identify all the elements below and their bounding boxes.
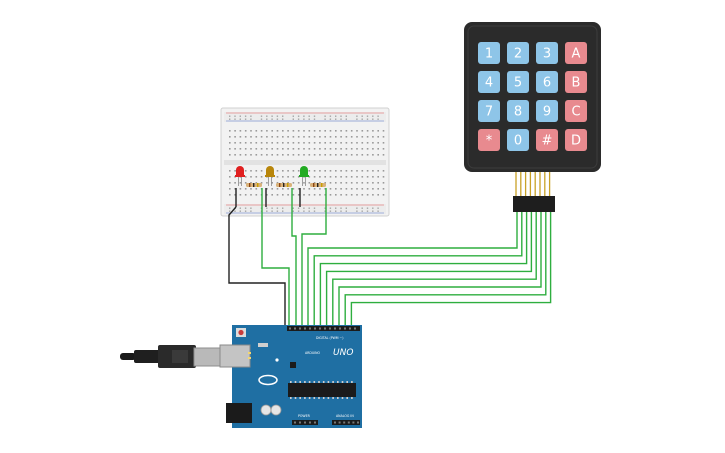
key-A[interactable]: A xyxy=(565,42,587,64)
analog-header[interactable] xyxy=(332,420,360,425)
keypad-ribbon-cable xyxy=(513,172,555,212)
key-label: 6 xyxy=(543,76,551,91)
key-5[interactable]: 5 xyxy=(507,71,529,93)
keypad-header-connector xyxy=(513,196,555,212)
resistor-3[interactable] xyxy=(310,183,326,187)
key-label: 1 xyxy=(485,47,493,62)
key-label: 7 xyxy=(485,105,493,120)
resistor-1[interactable] xyxy=(246,183,262,187)
key-4[interactable]: 4 xyxy=(478,71,500,93)
key-B[interactable]: B xyxy=(565,71,587,93)
atmega-chip xyxy=(288,383,356,397)
key-0[interactable]: 0 xyxy=(507,129,529,151)
key-label: 2 xyxy=(514,47,522,62)
led-yellow[interactable] xyxy=(265,166,275,186)
key-C[interactable]: C xyxy=(565,100,587,122)
reset-button[interactable] xyxy=(238,329,244,336)
power-header-label: POWER xyxy=(298,414,311,418)
breadboard-holes xyxy=(229,115,385,212)
capacitor-2 xyxy=(270,404,282,416)
key-2[interactable]: 2 xyxy=(507,42,529,64)
usb-port[interactable] xyxy=(219,344,251,368)
digital-header-label: DIGITAL (PWM ~) xyxy=(316,336,343,340)
key-8[interactable]: 8 xyxy=(507,100,529,122)
arduino-brand-label: ARDUINO xyxy=(305,351,321,355)
key-#[interactable]: # xyxy=(536,129,558,151)
key-label: 0 xyxy=(514,134,522,149)
key-label: D xyxy=(571,134,581,149)
usb-cable[interactable] xyxy=(120,345,223,368)
capacitor-1 xyxy=(260,404,272,416)
key-3[interactable]: 3 xyxy=(536,42,558,64)
key-1[interactable]: 1 xyxy=(478,42,500,64)
led-green[interactable] xyxy=(299,166,309,186)
key-label: B xyxy=(572,76,581,91)
key-label: A xyxy=(572,47,581,62)
resistor-2[interactable] xyxy=(276,183,292,187)
key-label: 9 xyxy=(543,105,551,120)
key-label: C xyxy=(571,105,580,120)
key-label: # xyxy=(542,134,553,149)
power-jack[interactable] xyxy=(226,403,252,423)
arduino-pcb xyxy=(232,325,362,428)
keypad-4x4[interactable]: 1 2 3 A 4 5 6 B 7 8 9 C * 0 # D xyxy=(464,22,601,172)
breadboard[interactable] xyxy=(220,107,390,217)
key-label: * xyxy=(486,134,493,149)
key-label: 5 xyxy=(514,76,522,91)
infinity-logo-icon xyxy=(258,374,278,386)
analog-header-label: ANALOG IN xyxy=(336,414,354,418)
led-group xyxy=(235,166,309,186)
led-red[interactable] xyxy=(235,166,245,186)
key-label: 8 xyxy=(514,105,522,120)
arduino-uno-board[interactable]: DIGITAL (PWM ~) UNO ARDUINO POWER ANALOG… xyxy=(219,325,362,428)
key-label: 3 xyxy=(543,47,551,62)
uno-model-label: UNO xyxy=(333,348,353,358)
digital-header[interactable] xyxy=(287,326,360,331)
key-D[interactable]: D xyxy=(565,129,587,151)
key-6[interactable]: 6 xyxy=(536,71,558,93)
key-9[interactable]: 9 xyxy=(536,100,558,122)
keypad-keys: 1 2 3 A 4 5 6 B 7 8 9 C * 0 # D xyxy=(478,42,587,151)
wire-bundle xyxy=(228,188,552,326)
key-*[interactable]: * xyxy=(478,129,500,151)
key-label: 4 xyxy=(485,76,493,91)
key-7[interactable]: 7 xyxy=(478,100,500,122)
